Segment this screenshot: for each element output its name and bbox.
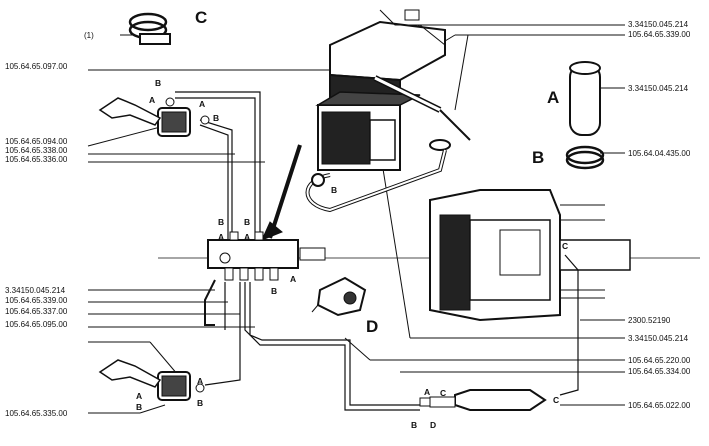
callout-a-large: A: [547, 88, 560, 107]
part-number: 3.34150.045.214: [628, 334, 689, 343]
engine-unit: [429, 189, 631, 396]
callout-b: B: [411, 420, 418, 430]
callout-b-large: B: [532, 148, 545, 167]
callout-a: A: [424, 387, 431, 397]
callout-d: D: [430, 420, 437, 430]
callout-b: B: [213, 113, 220, 123]
part-number: 3.34150.045.214: [5, 286, 66, 295]
part-number: 105.64.65.338.00: [5, 146, 68, 155]
part-number: 2300.52190: [628, 316, 671, 325]
part-number: 3.34150.045.214: [628, 84, 689, 93]
part-number: 105.64.65.095.00: [5, 320, 68, 329]
callout-b: B: [271, 286, 278, 296]
note-1: (1): [84, 31, 94, 40]
callout-c-large: C: [195, 8, 208, 27]
part-number: 105.64.04.435.00: [628, 149, 691, 158]
callout-a: A: [244, 232, 251, 242]
callout-a: A: [218, 232, 225, 242]
carburettor-air-box: [315, 9, 471, 171]
callout-c: C: [440, 388, 447, 398]
part-d-fitting: [311, 276, 367, 317]
callout-c: C: [553, 395, 560, 405]
part-number: 105.64.65.097.00: [5, 62, 68, 71]
part-number: 105.64.65.339.00: [5, 296, 68, 305]
callout-a: A: [199, 99, 206, 109]
part-number: 105.64.65.334.00: [628, 367, 691, 376]
callout-b: B: [218, 217, 225, 227]
hose-clamp-c: [128, 12, 168, 32]
part-number: 105.64.65.094.00: [5, 137, 68, 146]
part-number: 105.64.65.336.00: [5, 155, 68, 164]
callout-b: B: [155, 78, 162, 88]
fuel-manifold: [207, 231, 326, 281]
callout-c: C: [562, 241, 569, 251]
callout-a: A: [136, 391, 143, 401]
callout-b: B: [197, 398, 204, 408]
callout-a: A: [197, 376, 204, 386]
part-number: 105.64.65.220.00: [628, 356, 691, 365]
callout-b: B: [136, 402, 143, 412]
callout-d-large: D: [366, 317, 379, 336]
hose-clamp-b: [565, 145, 605, 170]
part-number: 105.64.65.339.00: [628, 30, 691, 39]
callout-a: A: [290, 274, 297, 284]
lower-fuel-pump: [98, 359, 205, 401]
part-number: 105.64.65.022.00: [628, 401, 691, 410]
callout-a: A: [149, 95, 156, 105]
part-number: 3.34150.045.214: [628, 20, 689, 29]
upper-fuel-pump: [98, 97, 210, 137]
callout-b: B: [331, 185, 338, 195]
part-number: 105.64.65.335.00: [5, 409, 68, 418]
callout-b: B: [244, 217, 251, 227]
tube-a: [569, 61, 601, 136]
part-number: 105.64.65.337.00: [5, 307, 68, 316]
fuel-filter: [419, 389, 547, 411]
